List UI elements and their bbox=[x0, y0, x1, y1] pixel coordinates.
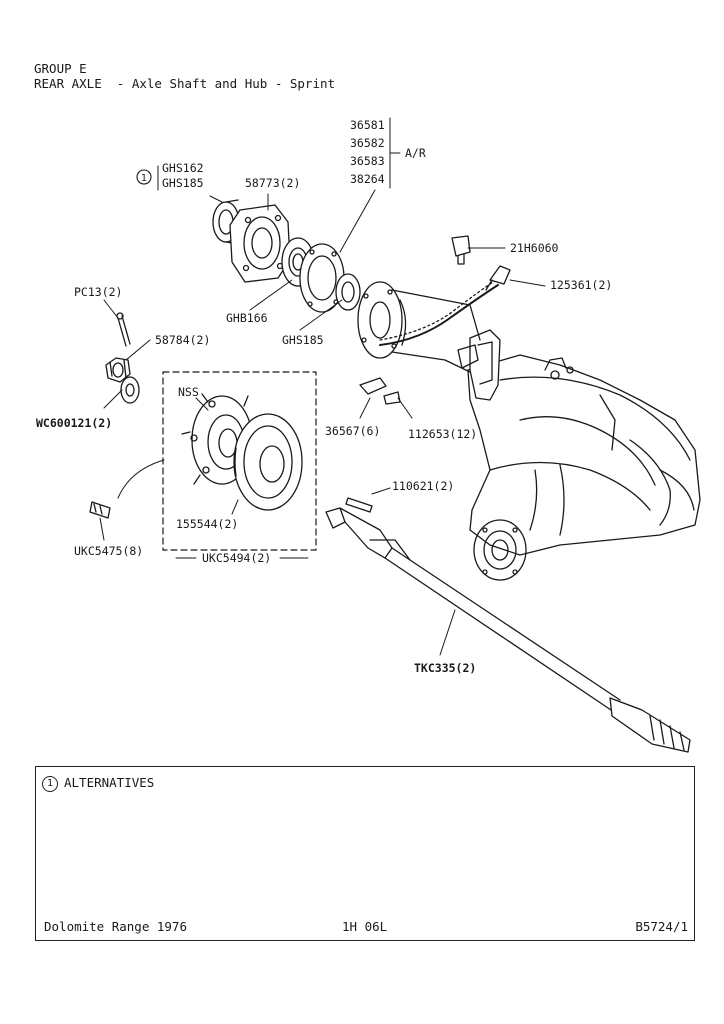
page-code: 1H 06L bbox=[342, 919, 388, 934]
alternative-marker-number: 1 bbox=[141, 173, 147, 184]
part-label-nss: NSS bbox=[178, 385, 199, 399]
breather bbox=[451, 235, 471, 265]
drawing-reference: B5724/1 bbox=[635, 919, 688, 934]
axle-shaft bbox=[325, 507, 691, 753]
part-label-36567: 36567(6) bbox=[325, 424, 380, 438]
part-label-ghb166: GHB166 bbox=[226, 311, 268, 325]
part-label-ukc5494: UKC5494(2) bbox=[202, 551, 271, 565]
leader-lines bbox=[99, 117, 546, 656]
bolt-and-plate bbox=[359, 377, 401, 405]
washer bbox=[120, 376, 140, 404]
gasket-plate bbox=[299, 243, 345, 313]
part-label-112653: 112653(12) bbox=[408, 427, 477, 441]
bearing-housing bbox=[229, 204, 291, 283]
alternatives-title: ALTERNATIVES bbox=[64, 775, 155, 790]
key bbox=[345, 497, 373, 513]
part-label-pc13: PC13(2) bbox=[74, 285, 122, 299]
group-heading: GROUP E bbox=[34, 61, 87, 76]
part-label-tkc335: TKC335(2) bbox=[414, 661, 476, 675]
part-label-38264: 38264 bbox=[350, 172, 385, 186]
part-label-58784: 58784(2) bbox=[155, 333, 210, 347]
page-title: REAR AXLE - Axle Shaft and Hub - Sprint bbox=[34, 76, 336, 91]
axle-tube bbox=[357, 281, 481, 373]
part-label-58773: 58773(2) bbox=[245, 176, 300, 190]
oil-seal-inner bbox=[335, 273, 361, 311]
part-label-ghs185: GHS185 bbox=[282, 333, 324, 347]
part-label-36583: 36583 bbox=[350, 154, 385, 168]
alternative-marker-icon bbox=[136, 169, 152, 185]
part-label-ghs162: GHS162 bbox=[162, 161, 204, 175]
alternatives-panel: 1 ALTERNATIVES Dolomite Range 1976 1H 06L… bbox=[35, 766, 695, 941]
part-label-ghs185-alt: GHS185 bbox=[162, 176, 204, 190]
part-label-155544: 155544(2) bbox=[176, 517, 238, 531]
grease-nipple bbox=[485, 265, 511, 291]
part-label-wc600121: WC600121(2) bbox=[36, 416, 112, 430]
part-label-36581: 36581 bbox=[350, 118, 385, 132]
part-label-21h6060: 21H6060 bbox=[510, 241, 559, 255]
wheel-stud bbox=[89, 501, 111, 519]
part-label-ukc5475: UKC5475(8) bbox=[74, 544, 143, 558]
brake-pipe bbox=[379, 284, 499, 346]
split-pin bbox=[116, 312, 131, 347]
ar-codes-list: 36581 36582 36583 38264 bbox=[350, 118, 385, 186]
differential-housing bbox=[457, 329, 701, 581]
part-label-125361: 125361(2) bbox=[550, 278, 612, 292]
castle-nut bbox=[105, 357, 131, 383]
part-label-110621: 110621(2) bbox=[392, 479, 454, 493]
as-required-note: A/R bbox=[405, 146, 426, 160]
alternatives-heading: 1 ALTERNATIVES bbox=[42, 775, 154, 792]
part-label-36582: 36582 bbox=[350, 136, 385, 150]
alternative-marker-icon: 1 bbox=[42, 775, 58, 792]
range-label: Dolomite Range 1976 bbox=[44, 919, 187, 934]
brake-drum bbox=[233, 413, 303, 511]
hub-kit-boundary bbox=[162, 371, 317, 551]
